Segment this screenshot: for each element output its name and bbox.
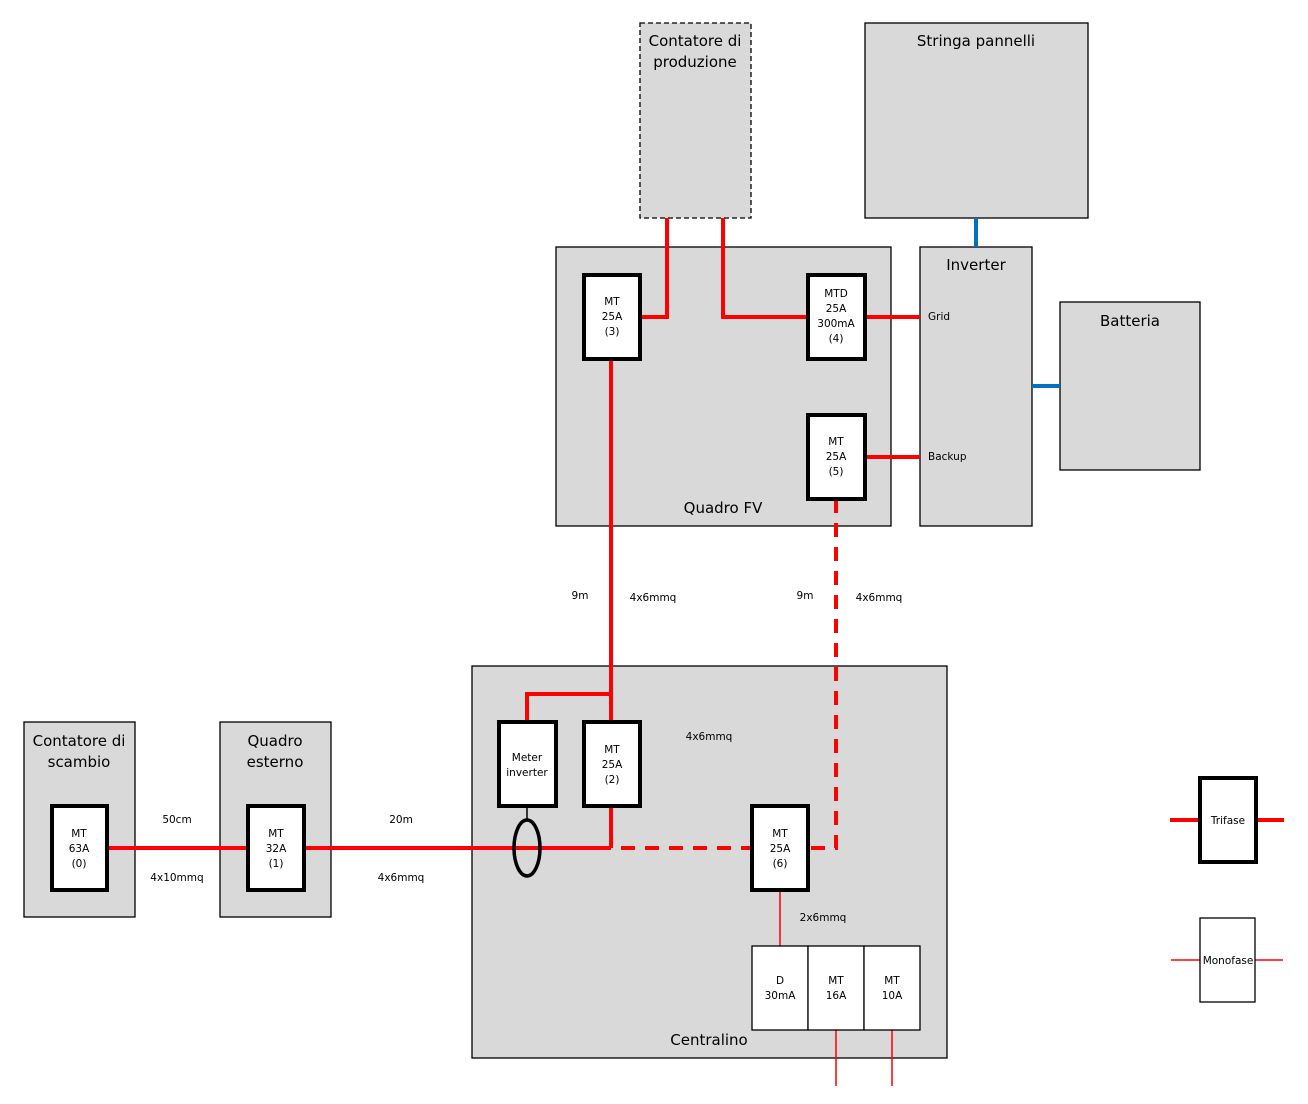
- breaker-b6-rating: 25A: [770, 843, 791, 855]
- inverter-port-backup: Backup: [928, 451, 967, 463]
- breaker-b5-type: MT: [828, 436, 844, 448]
- breaker-b5-box: [806, 413, 867, 501]
- panel-contatore-produzione-title-1: Contatore di: [649, 32, 742, 50]
- cable-fv-centralino-length: 9m: [572, 590, 589, 602]
- panel-batteria[interactable]: Batteria: [1059, 301, 1201, 471]
- breaker-b2-id: (2): [605, 774, 620, 786]
- panel-contatore-produzione-title-2: produzione: [653, 53, 737, 71]
- breaker-b4[interactable]: MTD 25A 300mA (4): [806, 273, 867, 361]
- panel-stringa-pannelli[interactable]: Stringa pannelli: [864, 22, 1089, 219]
- breaker-mt16-type: MT: [828, 975, 844, 987]
- panel-batteria-box: [1059, 301, 1201, 471]
- breaker-b4-type: MTD: [824, 288, 848, 300]
- panel-contatore-scambio-title-1: Contatore di: [33, 732, 126, 750]
- cable-centralino-internal-section: 4x6mmq: [686, 731, 733, 743]
- breaker-b4-rating: 25A: [826, 303, 847, 315]
- breaker-d30[interactable]: D 30mA: [751, 945, 809, 1031]
- breaker-d30-rating: 30mA: [765, 990, 797, 1002]
- breaker-b0[interactable]: MT 63A (0): [50, 804, 109, 892]
- breaker-b1[interactable]: MT 32A (1): [246, 804, 306, 892]
- cable-fv-centralino-section: 4x6mmq: [630, 592, 677, 604]
- breaker-b3-type: MT: [604, 296, 620, 308]
- panel-quadro-esterno-title-1: Quadro: [247, 732, 302, 750]
- cable-scambio-esterno-section: 4x10mmq: [150, 872, 203, 884]
- breaker-b0-rating: 63A: [69, 843, 90, 855]
- breaker-b5-rating: 25A: [826, 451, 847, 463]
- breaker-b0-id: (0): [72, 858, 87, 870]
- panel-inverter-title: Inverter: [946, 256, 1006, 274]
- wire-meter-feed: [525, 692, 611, 722]
- breaker-b5[interactable]: MT 25A (5): [806, 413, 867, 501]
- breaker-d30-box: [751, 945, 809, 1031]
- breaker-b2[interactable]: MT 25A (2): [582, 720, 642, 808]
- breaker-mt10-type: MT: [884, 975, 900, 987]
- breaker-b1-id: (1): [269, 858, 284, 870]
- breaker-b3-box: [582, 273, 642, 361]
- legend-monofase-label: Monofase: [1203, 955, 1254, 967]
- breaker-b2-rating: 25A: [602, 759, 623, 771]
- legend-trifase-box: [1198, 776, 1258, 864]
- breaker-b1-rating: 32A: [266, 843, 287, 855]
- panel-stringa-pannelli-title: Stringa pannelli: [917, 32, 1035, 50]
- cable-backup-centralino-length: 9m: [797, 590, 814, 602]
- breaker-b1-box: [246, 804, 306, 892]
- wire-produzione-b3: [640, 218, 669, 319]
- breaker-mt16-rating: 16A: [826, 990, 847, 1002]
- meter-inverter-label-1: Meter: [512, 752, 543, 764]
- cable-b6-d30-section: 2x6mmq: [800, 912, 847, 924]
- wire-backup-centralino: [808, 499, 838, 850]
- breaker-b3-id: (3): [605, 326, 620, 338]
- breaker-mt10-box: [863, 945, 921, 1031]
- panel-contatore-produzione-box: [639, 22, 752, 219]
- breaker-b0-type: MT: [71, 828, 87, 840]
- breaker-b6-box: [750, 804, 810, 892]
- meter-inverter-box: [497, 720, 558, 808]
- breaker-b4-box: [806, 273, 867, 361]
- breaker-b6-id: (6): [773, 858, 788, 870]
- inverter-port-grid: Grid: [928, 311, 950, 323]
- breaker-b6[interactable]: MT 25A (6): [750, 804, 810, 892]
- cable-esterno-centralino-length: 20m: [389, 814, 413, 826]
- breaker-mt16-box: [807, 945, 865, 1031]
- breaker-mt10-rating: 10A: [882, 990, 903, 1002]
- cable-esterno-centralino-section: 4x6mmq: [378, 872, 425, 884]
- breaker-mt16[interactable]: MT 16A: [807, 945, 865, 1031]
- legend-monofase-box: [1199, 917, 1256, 1003]
- breaker-b6-type: MT: [772, 828, 788, 840]
- legend-trifase-label: Trifase: [1210, 815, 1245, 827]
- breaker-b0-box: [50, 804, 109, 892]
- breaker-d30-type: D: [776, 975, 784, 987]
- breaker-b4-differential: 300mA: [817, 318, 855, 330]
- panel-stringa-pannelli-box: [864, 22, 1089, 219]
- breaker-b2-box: [582, 720, 642, 808]
- cable-scambio-esterno-length: 50cm: [162, 814, 191, 826]
- breaker-b3-rating: 25A: [602, 311, 623, 323]
- breaker-mt10[interactable]: MT 10A: [863, 945, 921, 1031]
- panel-contatore-scambio-title-2: scambio: [48, 753, 111, 771]
- breaker-b2-type: MT: [604, 744, 620, 756]
- breaker-b4-id: (4): [829, 333, 844, 345]
- wire-produzione-b4: [721, 218, 808, 319]
- legend-trifase: Trifase: [1170, 776, 1284, 864]
- legend-monofase: Monofase: [1171, 917, 1283, 1003]
- panel-inverter-box: [919, 246, 1033, 527]
- breaker-b5-id: (5): [829, 466, 844, 478]
- panel-quadro-esterno-title-2: esterno: [247, 753, 304, 771]
- panel-contatore-produzione[interactable]: Contatore di produzione: [639, 22, 752, 219]
- current-transformer-icon: [512, 818, 542, 878]
- meter-inverter[interactable]: Meter inverter: [497, 720, 558, 808]
- panel-inverter[interactable]: Inverter Grid Backup: [919, 246, 1033, 527]
- panel-centralino-title: Centralino: [670, 1031, 747, 1049]
- panel-quadro-fv-title: Quadro FV: [684, 499, 763, 517]
- breaker-b3[interactable]: MT 25A (3): [582, 273, 642, 361]
- meter-inverter-label-2: inverter: [506, 767, 548, 779]
- panel-batteria-title: Batteria: [1100, 312, 1160, 330]
- cable-backup-centralino-section: 4x6mmq: [856, 592, 903, 604]
- breaker-b1-type: MT: [268, 828, 284, 840]
